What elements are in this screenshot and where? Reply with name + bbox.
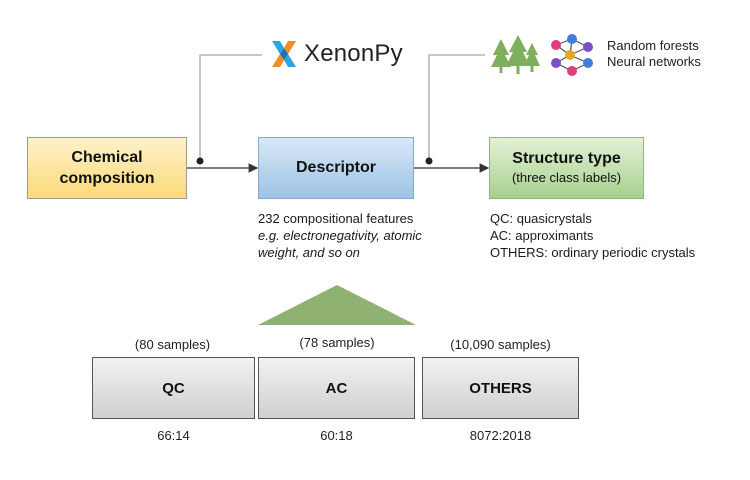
- class-note-qc: QC: quasicrystals: [490, 211, 592, 226]
- class-note-others: OTHERS: ordinary periodic crystals: [490, 245, 696, 260]
- ac-class-label: AC: [325, 379, 348, 397]
- structure-type-notes: QC: quasicrystals AC: approximants OTHER…: [490, 210, 740, 261]
- forest-icon: [491, 35, 540, 74]
- ml-method-list: Random forests Neural networks: [607, 38, 701, 70]
- qc-sample-count: (80 samples): [134, 337, 211, 352]
- ml-junction-dot: [425, 157, 433, 165]
- structure-type-box: Structure type (three class labels): [489, 137, 644, 199]
- chemical-composition-line1: Chemical: [71, 149, 143, 166]
- qc-split-ratio: 66:14: [157, 428, 190, 443]
- xenonpy-junction-dot: [196, 157, 204, 165]
- descriptor-box: Descriptor: [258, 137, 414, 199]
- dataset-triangle: [258, 285, 416, 325]
- ml-method-icons: [490, 33, 596, 77]
- others-split-ratio: 8072:2018: [469, 428, 532, 443]
- others-sample-count: (10,090 samples): [450, 337, 551, 352]
- descriptor-note-example-cont: weight, and so on: [258, 245, 360, 260]
- ac-split-ratio: 60:18: [320, 428, 353, 443]
- xenonpy-label: XenonPy: [304, 40, 403, 67]
- ml-method-random-forests: Random forests: [607, 38, 699, 53]
- class-note-ac: AC: approximants: [490, 228, 594, 243]
- qc-class-box: QC: [92, 357, 255, 419]
- others-class-label: OTHERS: [469, 379, 532, 397]
- chemical-composition-line2: composition: [59, 170, 155, 187]
- neural-network-icon: [551, 34, 593, 76]
- descriptor-note-example: e.g. electronegativity, atomic: [258, 228, 422, 243]
- xenonpy-logo: XenonPy: [271, 40, 403, 68]
- chemical-composition-box: Chemical composition: [27, 137, 187, 199]
- ac-class-box: AC: [258, 357, 415, 419]
- xenonpy-connector: [199, 54, 262, 160]
- qc-class-label: QC: [162, 379, 185, 397]
- others-class-box: OTHERS: [422, 357, 579, 419]
- descriptor-notes: 232 compositional features e.g. electron…: [258, 210, 458, 261]
- descriptor-note-features: 232 compositional features: [258, 211, 414, 226]
- ml-method-neural-networks: Neural networks: [607, 54, 701, 69]
- structure-type-sublabel: (three class labels): [511, 170, 622, 185]
- descriptor-label: Descriptor: [295, 159, 377, 176]
- structure-type-label: Structure type: [512, 150, 621, 167]
- ml-connector: [428, 54, 485, 160]
- ac-sample-count: (78 samples): [299, 335, 375, 350]
- xenonpy-icon: [272, 41, 296, 67]
